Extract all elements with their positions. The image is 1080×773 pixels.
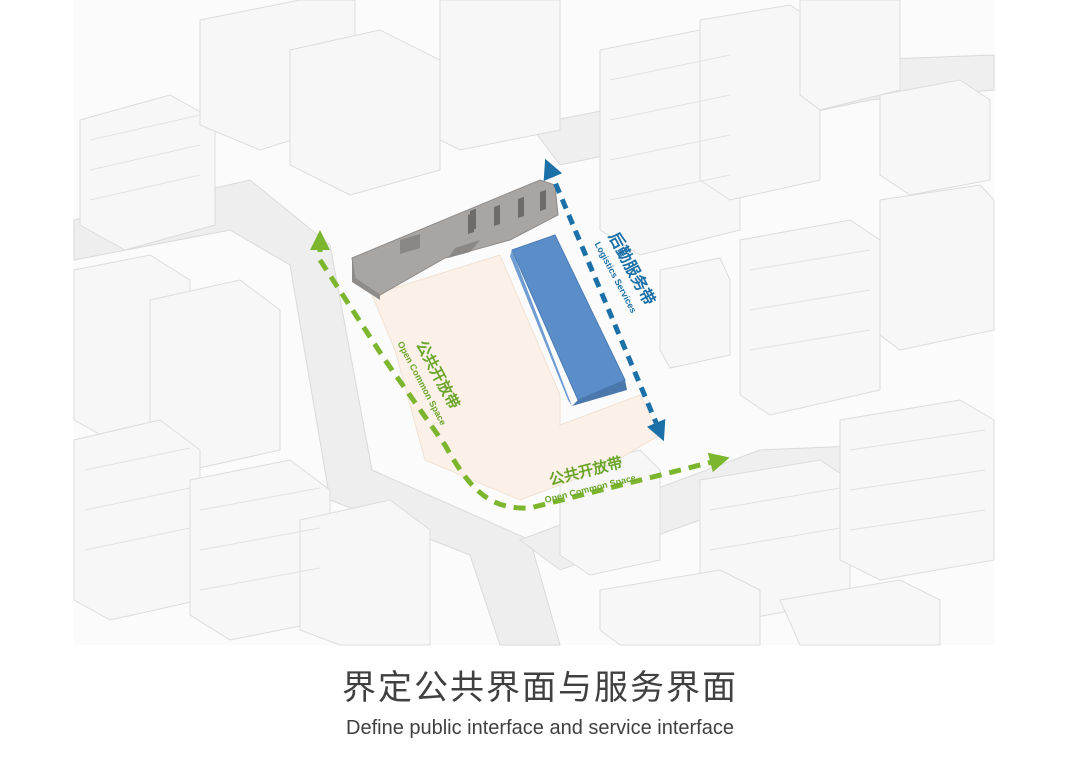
caption-subtitle: Define public interface and service inte…	[346, 717, 734, 739]
caption-title: 界定公共界面与服务界面	[342, 668, 738, 708]
urban-context	[73, 0, 995, 646]
public-path	[310, 230, 730, 511]
service-path	[543, 158, 666, 442]
